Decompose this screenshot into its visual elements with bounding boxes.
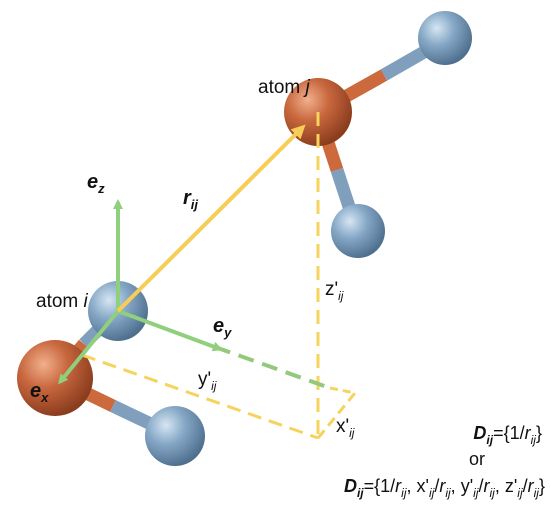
coordinate-axes bbox=[58, 199, 223, 385]
carbon-atom-lower bbox=[17, 340, 93, 416]
hydrogen-atom-bottom bbox=[145, 406, 205, 466]
atom-i-label: atom i bbox=[36, 291, 89, 312]
ex-axis-arrow bbox=[58, 309, 120, 385]
zp-label: z'ij bbox=[325, 279, 344, 303]
atom-j-label: atom j bbox=[258, 77, 311, 98]
hydrogen-atom-top bbox=[418, 11, 472, 65]
ey-label: ey bbox=[213, 315, 232, 340]
formula-or: or bbox=[469, 449, 485, 469]
rij-vector-arrow bbox=[116, 124, 306, 313]
hydrogen-atom-right bbox=[331, 204, 385, 258]
y-projection-line bbox=[81, 353, 319, 440]
ex-label: ex bbox=[30, 380, 49, 405]
y-axis-end-link bbox=[329, 386, 356, 395]
x-projection-line bbox=[316, 392, 357, 439]
ey-axis-arrow bbox=[117, 309, 223, 352]
ez-label: ez bbox=[87, 171, 105, 196]
y-axis-extension bbox=[214, 345, 331, 390]
xp-label: x'ij bbox=[336, 416, 355, 440]
projection-lines bbox=[81, 112, 357, 440]
formula-line-1: Dij={1/rij} bbox=[473, 423, 542, 447]
yp-label: y'ij bbox=[198, 369, 217, 393]
rij-label: rij bbox=[183, 187, 198, 212]
formula-line-2: Dij={1/rij, x'ij/rij, y'ij/rij, z'ij/rij… bbox=[344, 476, 545, 500]
